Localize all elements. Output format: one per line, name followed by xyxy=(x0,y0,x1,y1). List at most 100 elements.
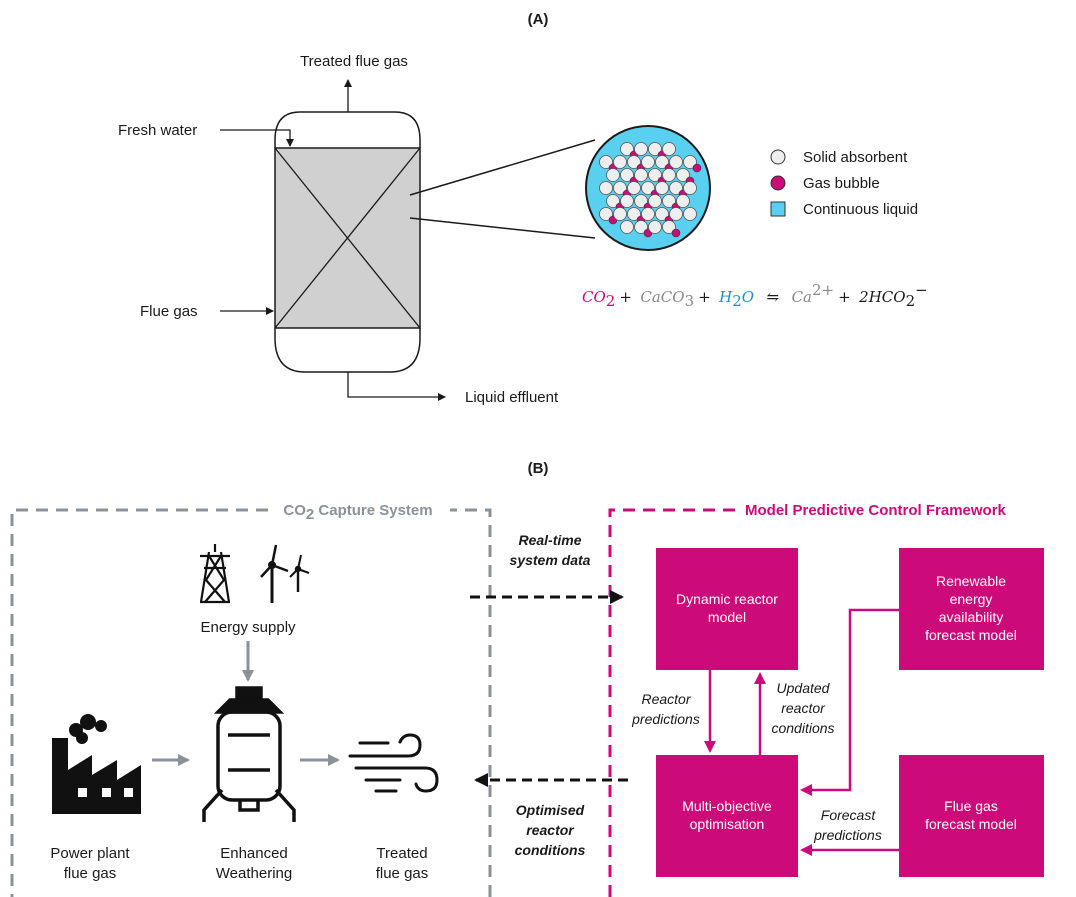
capture-system-boundary xyxy=(10,508,492,897)
solid-absorbent-particle xyxy=(648,220,662,234)
multi-label-1: Multi-objective xyxy=(682,798,772,814)
flue-gas-label: Flue gas xyxy=(140,303,198,320)
energy-supply-label: Energy supply xyxy=(200,619,296,636)
transmission-tower-icon xyxy=(199,544,231,604)
wind-icon xyxy=(348,733,439,793)
dynamic-label-1: Dynamic reactor xyxy=(676,591,778,607)
mpc-title: Model Predictive Control Framework xyxy=(745,502,1007,519)
forecast-label-1: Forecast xyxy=(821,807,877,823)
solid-absorbent-particle xyxy=(627,155,641,169)
renewable-forecast-box xyxy=(899,548,1044,670)
power-plant-label-1: Power plant xyxy=(50,845,130,862)
flue-forecast-label-1: Flue gas xyxy=(944,798,998,814)
renewable-label-3: availability xyxy=(939,609,1004,625)
solid-absorbent-particle xyxy=(634,220,648,234)
solid-absorbent-particle xyxy=(676,168,690,182)
optimised-label-2: reactor xyxy=(526,822,575,838)
gas-bubble xyxy=(692,163,702,173)
optimised-label-1: Optimised xyxy=(516,802,585,818)
power-plant-label-2: flue gas xyxy=(64,865,117,882)
solid-absorbent-particle xyxy=(655,155,669,169)
solid-absorbent-particle xyxy=(620,142,634,156)
legend-bubble-marker xyxy=(770,175,786,191)
solid-absorbent-particle xyxy=(683,207,697,221)
solid-absorbent-particle xyxy=(683,181,697,195)
solid-absorbent-particle xyxy=(606,194,620,208)
solid-absorbent-particle xyxy=(613,181,627,195)
updated-label-3: conditions xyxy=(771,720,834,736)
factory-icon xyxy=(52,714,141,814)
solid-absorbent-particle xyxy=(683,155,697,169)
solid-absorbent-particle xyxy=(620,168,634,182)
effluent-arrow xyxy=(347,372,446,401)
solid-absorbent-particle xyxy=(662,220,676,234)
legend-bubble-label: Gas bubble xyxy=(803,175,880,192)
solid-absorbent-particle xyxy=(655,181,669,195)
solid-absorbent-particle xyxy=(648,194,662,208)
capture-system-title: CO2 Capture System xyxy=(283,502,432,523)
gas-bubble xyxy=(671,228,681,238)
legend: Solid absorbent Gas bubble Continuous li… xyxy=(770,149,918,218)
solid-absorbent-particle xyxy=(606,168,620,182)
dynamic-reactor-model-box xyxy=(656,548,798,670)
reactor-vessel xyxy=(274,111,421,373)
panel-a-label: (A) xyxy=(528,11,549,28)
solid-absorbent-particle xyxy=(634,142,648,156)
weathering-reactor-icon xyxy=(202,686,296,822)
treated-label-1: Treated xyxy=(376,845,427,862)
solid-absorbent-particle xyxy=(662,142,676,156)
solid-absorbent-particle xyxy=(669,181,683,195)
mpc-boundary xyxy=(608,508,735,897)
panel-b-label: (B) xyxy=(528,460,549,477)
solid-absorbent-particle xyxy=(662,168,676,182)
flue-forecast-label-2: forecast model xyxy=(925,816,1017,832)
solid-absorbent-particle xyxy=(634,194,648,208)
solid-absorbent-particle xyxy=(669,155,683,169)
solid-absorbent-particle xyxy=(662,194,676,208)
legend-liquid-marker xyxy=(770,201,786,217)
solid-absorbent-particle xyxy=(634,168,648,182)
dynamic-label-2: model xyxy=(708,609,746,625)
fresh-water-label: Fresh water xyxy=(118,122,197,139)
realtime-label-2: system data xyxy=(510,552,591,568)
enhanced-label-2: Weathering xyxy=(216,865,292,882)
realtime-label-1: Real-time xyxy=(518,532,581,548)
solid-absorbent-particle xyxy=(676,194,690,208)
reactor-pred-label-1: Reactor xyxy=(641,691,691,707)
solid-absorbent-particle xyxy=(641,181,655,195)
solid-absorbent-particle xyxy=(648,168,662,182)
solid-absorbent-particle xyxy=(641,155,655,169)
reactor-pred-label-2: predictions xyxy=(631,711,700,727)
updated-label-2: reactor xyxy=(781,700,826,716)
legend-solid-label: Solid absorbent xyxy=(803,149,908,166)
forecast-label-2: predictions xyxy=(813,827,882,843)
liquid-effluent-label: Liquid effluent xyxy=(465,389,559,406)
updated-label-1: Updated xyxy=(777,680,831,696)
solid-absorbent-particle xyxy=(613,155,627,169)
solid-absorbent-particle xyxy=(613,207,627,221)
treated-flue-gas-label: Treated flue gas xyxy=(300,53,408,70)
reaction-equation: CO2+ CaCO3+ H2O ⇋ Ca2++ 2HCO2− xyxy=(582,281,928,310)
zoom-line-bottom xyxy=(409,217,596,239)
solid-absorbent-particle xyxy=(599,155,613,169)
solid-absorbent-particle xyxy=(599,181,613,195)
fresh-water-arrow xyxy=(220,129,294,147)
treated-label-2: flue gas xyxy=(376,865,429,882)
renewable-forecast-arrow xyxy=(800,608,899,796)
solid-absorbent-particle xyxy=(620,220,634,234)
enhanced-label-1: Enhanced xyxy=(220,845,288,862)
legend-solid-marker xyxy=(770,149,786,165)
renewable-label-1: Renewable xyxy=(936,573,1006,589)
legend-liquid-label: Continuous liquid xyxy=(803,201,918,218)
solid-absorbent-particle xyxy=(599,207,613,221)
renewable-label-4: forecast model xyxy=(925,627,1017,643)
solid-absorbent-particle xyxy=(627,207,641,221)
zoom-line-top xyxy=(409,139,596,196)
solid-absorbent-particle xyxy=(655,207,669,221)
solid-absorbent-particle xyxy=(648,142,662,156)
zoom-circle xyxy=(585,125,711,251)
solid-absorbent-particle xyxy=(669,207,683,221)
solid-absorbent-particle xyxy=(620,194,634,208)
wind-turbine-icon xyxy=(260,544,310,603)
